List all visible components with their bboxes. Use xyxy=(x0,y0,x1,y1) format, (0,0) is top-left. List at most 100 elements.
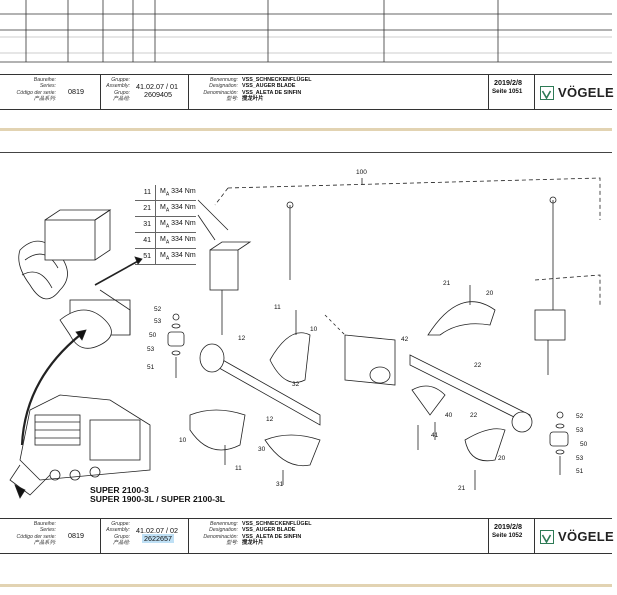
separator-bottom xyxy=(0,584,612,587)
paver-sketch xyxy=(9,394,151,499)
callout-21: 21 xyxy=(458,485,466,492)
assembly-value: 41.02.07 / 01 xyxy=(136,82,178,91)
model-name-2: SUPER 1900-3L / SUPER 2100-3L xyxy=(90,494,226,504)
torque-symbol: M xyxy=(160,235,166,243)
callout-30: 30 xyxy=(258,446,266,453)
torque-value: 334 Nm xyxy=(171,235,196,243)
grupo-value[interactable]: 2622657 xyxy=(142,534,174,543)
callout-20: 20 xyxy=(498,455,506,462)
torque-value: 334 Nm xyxy=(171,219,196,227)
torque-symbol: M xyxy=(160,203,166,211)
series-cell: Baureihe: Series: Código der serie: 产品系列… xyxy=(0,519,101,553)
callout-22: 22 xyxy=(470,412,478,419)
torque-subscript: A xyxy=(165,191,170,198)
callout-50: 50 xyxy=(149,332,157,339)
torque-row-number: 41 xyxy=(135,233,156,248)
torque-row: 11 MA 334 Nm xyxy=(135,185,196,201)
header-block-bottom: Baureihe: Series: Código der serie: 产品系列… xyxy=(0,518,614,554)
callout-32: 32 xyxy=(292,381,300,388)
designation-de: VSS_SCHNECKENFLÜGEL xyxy=(242,77,312,83)
center-housing xyxy=(324,314,396,386)
label-denominacion: Denominación: xyxy=(203,89,238,96)
label-benennung: Benennung: xyxy=(210,77,238,83)
torque-value: 334 Nm xyxy=(171,203,196,211)
date-page-cell: 2019/2/8 Seite 1051 xyxy=(488,75,535,109)
label-designation: Designation: xyxy=(209,83,238,90)
label-cn-type: 型号: xyxy=(226,540,238,547)
callout-52: 52 xyxy=(154,306,162,313)
label-benennung: Benennung: xyxy=(210,521,238,527)
grupo-value: 2609405 xyxy=(144,90,172,99)
callout-11: 11 xyxy=(235,465,242,472)
torque-row-value: MA 334 Nm xyxy=(156,220,196,229)
label-codigo: Código der serie: xyxy=(16,533,56,540)
torque-row-value: MA 334 Nm xyxy=(156,252,196,261)
label-cn-series: 产品系列: xyxy=(33,96,56,103)
torque-row-number: 21 xyxy=(135,201,156,216)
callout-21: 21 xyxy=(443,280,451,287)
header-block-top: Baureihe: Series: Código der serie: 产品系列… xyxy=(0,74,614,110)
torque-row: 21 MA 334 Nm xyxy=(135,201,196,217)
designation-de: VSS_SCHNECKENFLÜGEL xyxy=(242,521,312,527)
callout-41: 41 xyxy=(431,432,439,439)
torque-row-value: MA 334 Nm xyxy=(156,188,196,197)
callout-100: 100 xyxy=(356,169,367,176)
hardware-stack-right xyxy=(549,411,569,475)
designation-cell: Benennung: Designation: Denominación: 型号… xyxy=(188,75,489,109)
torque-subscript: A xyxy=(165,207,170,214)
callout-10: 10 xyxy=(179,437,187,444)
callout-53: 53 xyxy=(154,318,162,325)
vogele-logo-icon xyxy=(540,530,554,544)
callout-53: 53 xyxy=(576,427,584,434)
designation-es: VSS_ALETA DE SINFIN xyxy=(242,533,302,540)
auger-shaft-left xyxy=(189,201,321,485)
model-name-1: SUPER 2100-3 xyxy=(90,485,149,495)
designation-cn: 搅龙叶片 xyxy=(242,96,264,103)
designation-cell: Benennung: Designation: Denominación: 型号… xyxy=(188,519,489,553)
torque-symbol: M xyxy=(160,187,166,195)
grupo-value-selected[interactable]: 2622657 xyxy=(142,534,174,543)
torque-table: 11 MA 334 Nm 21 MA 334 Nm 31 MA 334 Nm 4… xyxy=(135,185,196,265)
callout-50: 50 xyxy=(580,441,588,448)
designation-en: VSS_AUGER BLADE xyxy=(242,527,296,534)
torque-subscript: A xyxy=(165,255,170,262)
designation-es: VSS_ALETA DE SINFIN xyxy=(242,89,302,96)
torque-symbol: M xyxy=(160,219,166,227)
callout-52: 52 xyxy=(576,413,584,420)
callout-51: 51 xyxy=(147,364,155,371)
callout-22: 22 xyxy=(474,362,482,369)
torque-subscript: A xyxy=(165,239,170,246)
callout-40: 40 xyxy=(445,412,453,419)
torque-row-number: 11 xyxy=(135,185,156,200)
separator-top xyxy=(0,128,612,131)
auger-shaft-right xyxy=(409,196,601,490)
separator-thin-top xyxy=(0,152,612,153)
torque-symbol: M xyxy=(160,251,166,259)
callout-51: 51 xyxy=(576,468,584,475)
assembly-cell: Gruppe: Assembly: Grupo: 产品组: 41.02.07 /… xyxy=(100,519,189,553)
torque-row-value: MA 334 Nm xyxy=(156,236,196,245)
label-cn-group: 产品组: xyxy=(112,96,130,103)
label-cn-type: 型号: xyxy=(226,96,238,103)
assembly-value: 41.02.07 / 02 xyxy=(136,526,178,535)
vogele-logo-icon xyxy=(540,86,554,100)
label-cn-series: 产品系列: xyxy=(33,540,56,547)
callout-12: 12 xyxy=(238,335,246,342)
label-designation: Designation: xyxy=(209,527,238,534)
torque-value: 334 Nm xyxy=(171,251,196,259)
series-cell: Baureihe: Series: Código der serie: 产品系列… xyxy=(0,75,101,109)
designation-en: VSS_AUGER BLADE xyxy=(242,83,296,90)
page-number: Seite 1052 xyxy=(492,532,523,539)
designation-cn: 搅龙叶片 xyxy=(242,540,264,547)
torque-row-number: 51 xyxy=(135,249,156,264)
leader-arrow xyxy=(94,259,141,286)
label-cn-group: 产品组: xyxy=(112,540,130,547)
torque-row-number: 31 xyxy=(135,217,156,232)
torque-row: 51 MA 334 Nm xyxy=(135,249,196,265)
brand-name: VÖGELE xyxy=(558,529,614,544)
callout-11: 11 xyxy=(274,304,281,311)
callout-20: 20 xyxy=(486,290,494,297)
torque-row: 41 MA 334 Nm xyxy=(135,233,196,249)
label-series: Series: xyxy=(39,83,56,90)
label-series: Series: xyxy=(39,527,56,534)
